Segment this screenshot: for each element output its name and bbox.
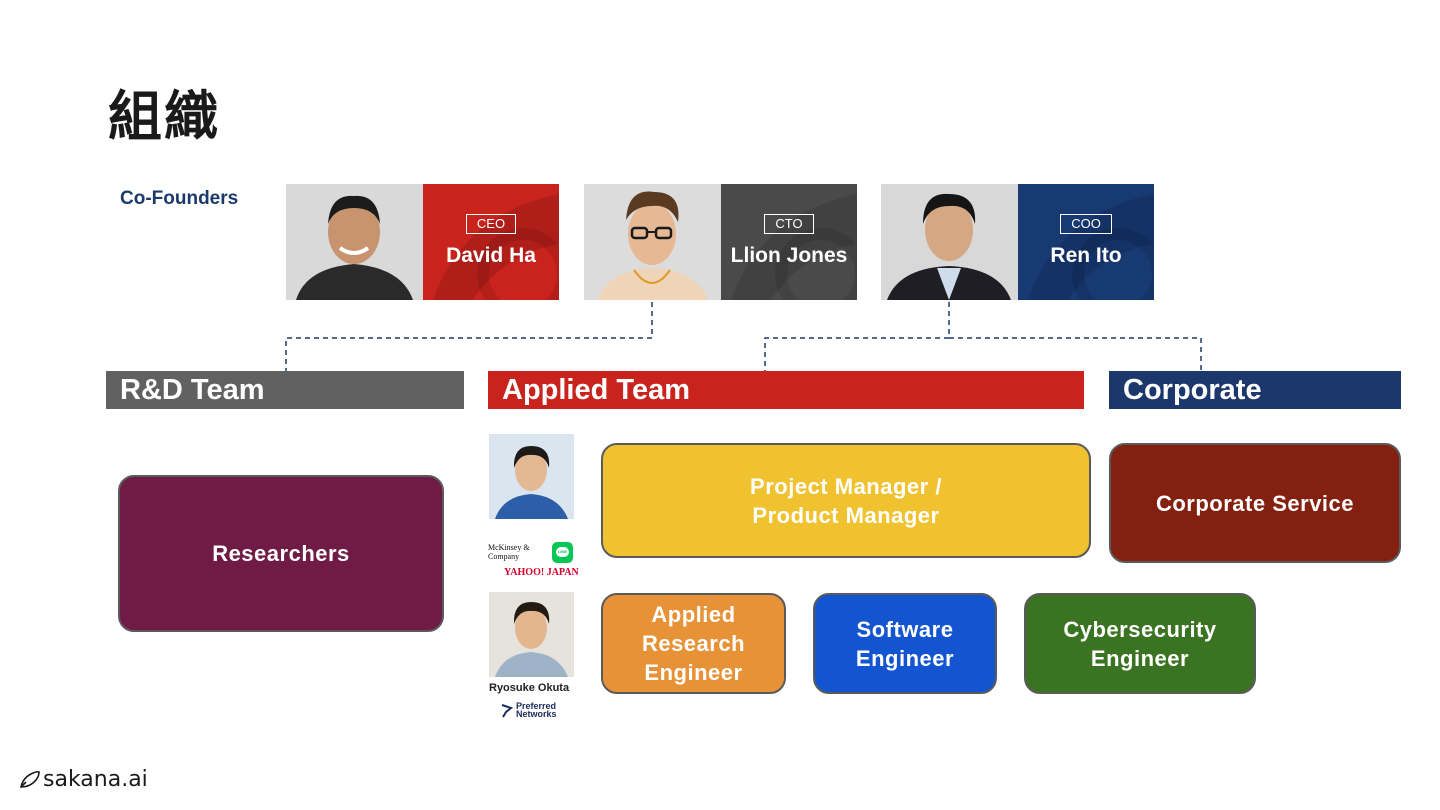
founder-card-cto: CTO Llion Jones: [584, 184, 857, 300]
role-corporate-service: Corporate Service: [1109, 443, 1401, 563]
role-label-line2: Research: [641, 631, 746, 656]
yahoo-japan-logo: YAHOO! JAPAN: [504, 567, 579, 578]
role-label-line2: Engineer: [855, 645, 955, 671]
role-pm: Project Manager / Product Manager: [601, 443, 1091, 558]
applied-person-2-photo: [489, 592, 574, 677]
team-bar-applied: Applied Team: [488, 371, 1084, 409]
page-title: 組織: [108, 85, 220, 148]
brand-logo-text: sakana.ai: [43, 767, 148, 792]
role-badge: CTO: [764, 214, 814, 234]
pfn-mark-icon: [501, 704, 514, 718]
cofounders-label: Co-Founders: [120, 188, 239, 209]
founder-panel: CEO David Ha: [423, 184, 559, 300]
role-researchers: Researchers: [118, 475, 444, 632]
founder-name: David Ha: [446, 244, 536, 267]
role-cybersecurity-engineer: Cybersecurity Engineer: [1024, 593, 1256, 694]
founder-panel: COO Ren Ito: [1018, 184, 1154, 300]
founder-card-ceo: CEO David Ha: [286, 184, 559, 300]
team-bar-corporate: Corporate: [1109, 371, 1401, 409]
connector-cto-rd: [285, 302, 653, 371]
founder-name: Llion Jones: [730, 244, 848, 267]
role-software-engineer: Software Engineer: [813, 593, 997, 694]
role-label: Researchers: [212, 541, 350, 566]
founder-photo: [286, 184, 423, 300]
role-label-line1: Applied: [651, 602, 736, 627]
team-bar-rd: R&D Team: [106, 371, 464, 409]
mckinsey-logo: McKinsey & Company: [488, 543, 530, 561]
role-badge: CEO: [465, 214, 517, 234]
founder-panel: CTO Llion Jones: [721, 184, 857, 300]
role-badge: COO: [1060, 214, 1112, 234]
role-label-line1: Cybersecurity: [1063, 616, 1217, 642]
role-label-line2: Product Manager: [752, 502, 940, 528]
connector-coo-corporate: [949, 337, 1202, 371]
preferred-networks-logo: Preferred Networks: [500, 702, 570, 720]
role-label-line2: Engineer: [1090, 645, 1190, 671]
line-logo: LINE: [552, 542, 573, 563]
founder-name: Ren Ito: [1050, 244, 1122, 267]
founder-photo: [584, 184, 721, 300]
founder-card-coo: COO Ren Ito: [881, 184, 1154, 300]
role-label: Corporate Service: [1155, 490, 1355, 516]
applied-person-1-logos: McKinsey & Company LINE YAHOO! JAPAN: [488, 540, 579, 584]
applied-person-1-photo: [489, 434, 574, 519]
role-label-line1: Software: [856, 616, 954, 642]
founder-photo: [881, 184, 1018, 300]
role-label-line1: Project Manager /: [750, 473, 942, 499]
role-applied-research-engineer: Applied Research Engineer: [601, 593, 786, 694]
fish-icon: [20, 770, 40, 788]
applied-person-2-name: Ryosuke Okuta: [489, 682, 570, 694]
role-label-line3: Engineer: [644, 660, 743, 685]
connector-coo-applied: [764, 302, 950, 371]
